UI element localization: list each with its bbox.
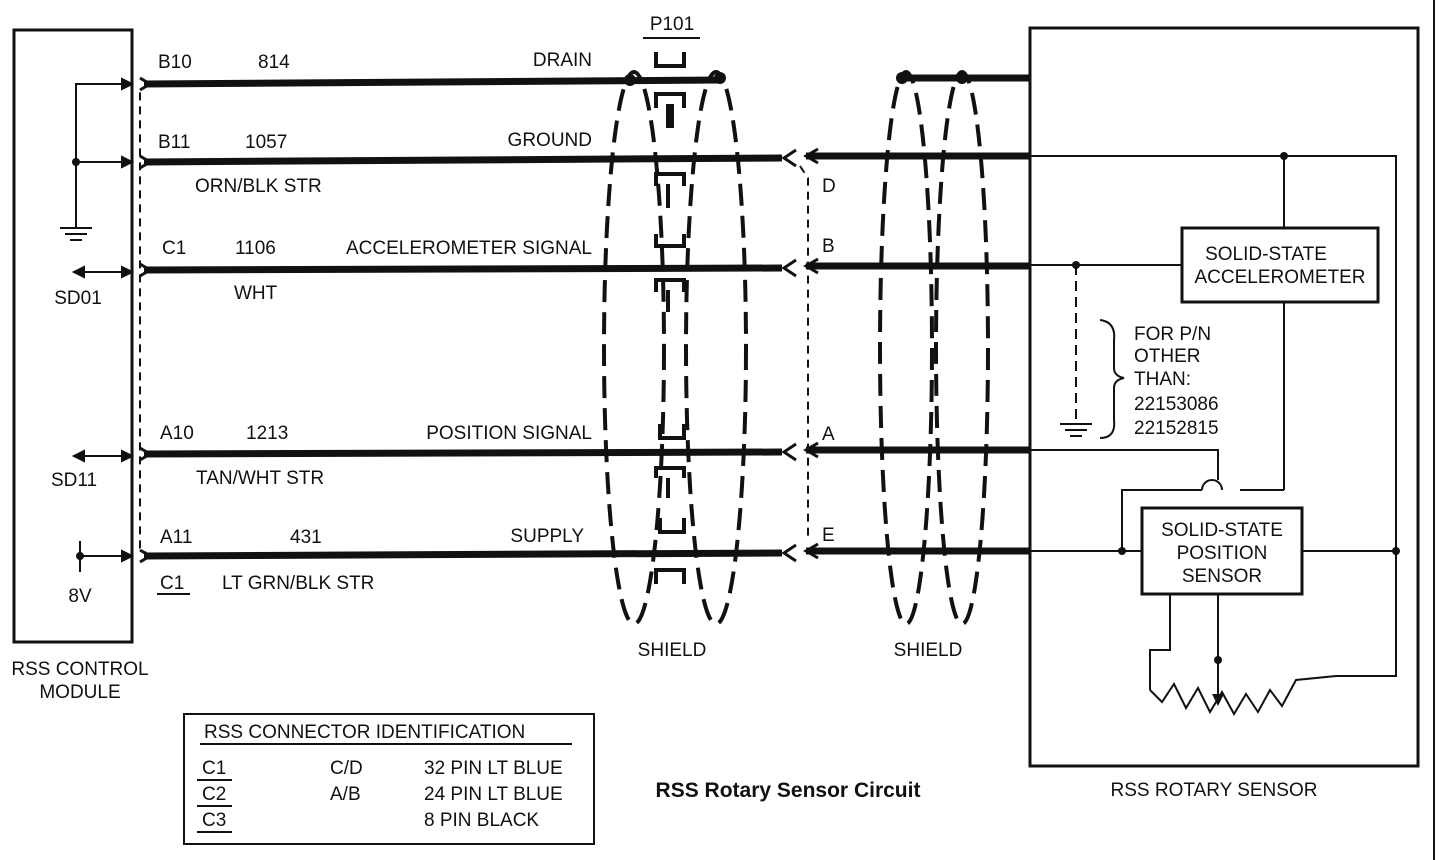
control-module-box [12,28,134,644]
sensor-pin-e: E [822,525,835,546]
table-row3-desc: 8 PIN BLACK [424,810,539,831]
supply-color: LT GRN/BLK STR [222,573,374,594]
wire-position-signal [139,441,1030,462]
drain-name: DRAIN [533,50,592,71]
sensor-pin-a: A [822,424,835,445]
wire-accelerometer-signal [139,257,1030,278]
ground-color: ORN/BLK STR [195,176,322,197]
position-sensor-line1: SOLID-STATE [1161,520,1283,541]
position-sensor-line2: POSITION [1177,543,1268,564]
accel-name: ACCELEROMETER SIGNAL [346,238,592,259]
rss-rotary-sensor: RSS ROTARY SENSOR [1028,26,1420,801]
table-row2-pins: A/B [330,784,361,805]
rotary-sensor-title: RSS ROTARY SENSOR [1111,780,1318,801]
shield-right [878,70,990,626]
supply-pin: A11 [160,527,192,548]
position-number: 1213 [246,423,288,444]
control-module-title-line2: MODULE [39,682,120,703]
sensor-pin-letters: D B A E [822,176,836,546]
accel-color: WHT [234,283,278,304]
position-sensor-box [1140,506,1304,596]
shield-left-label: SHIELD [638,640,707,661]
accelerometer-line2: ACCELEROMETER [1194,267,1365,288]
8v-label: 8V [68,586,92,607]
module-connector-outline [139,83,151,557]
drain-pin: B10 [158,52,192,73]
pn-note: FOR P/N OTHER THAN: 22153086 22152815 [1134,324,1219,439]
supply-number: 431 [290,527,322,548]
position-name: POSITION SIGNAL [426,423,592,444]
sensor-pin-d: D [822,176,836,197]
sd01-arrow [71,265,135,279]
accel-number: 1106 [235,238,276,259]
module-ground-symbol [60,77,135,241]
connector-id-table: RSS CONNECTOR IDENTIFICATION C1 C/D 32 P… [183,713,595,845]
wire-ground [139,147,1030,170]
ground-name: GROUND [508,130,592,151]
8v-arrow [79,541,135,572]
sensor-connector-outline [799,165,809,540]
sd11-arrow [71,449,135,463]
rss-control-module: RSS CONTROL MODULE SD01 SD11 [11,28,149,703]
rotary-sensor-box [1028,26,1420,768]
circuit-labels: B10 814 DRAIN B11 1057 GROUND ORN/BLK ST… [157,50,592,595]
diagram-caption: RSS Rotary Sensor Circuit [656,779,921,802]
shield-right-label: SHIELD [894,640,963,661]
position-color: TAN/WHT STR [196,468,324,489]
ground-pin: B11 [158,132,190,153]
sd11-label: SD11 [51,470,97,491]
pn-note-line3: THAN: [1134,369,1191,390]
connector-ref-c1: C1 [160,573,184,594]
connector-table-box [183,713,595,845]
ground-number: 1057 [245,132,287,153]
connector-table-title: RSS CONNECTOR IDENTIFICATION [204,722,525,743]
drain-number: 814 [258,52,290,73]
shield-left [602,70,748,626]
supply-name: SUPPLY [510,526,584,547]
position-pin: A10 [160,423,194,444]
accel-pin: C1 [162,238,186,259]
pn-note-line2: OTHER [1134,346,1201,367]
table-row2-id: C2 [202,784,226,805]
connector-p101: P101 [643,14,700,584]
p101-label: P101 [650,14,694,35]
wire-supply [139,542,1030,564]
sensor-pin-b: B [822,236,835,257]
accelerometer-line1: SOLID-STATE [1205,244,1327,265]
table-row1-pins: C/D [330,758,363,779]
table-row1-id: C1 [202,758,226,779]
pn-note-line5: 22152815 [1134,418,1219,439]
control-module-title-line1: RSS CONTROL [11,659,148,680]
pn-note-line1: FOR P/N [1134,324,1211,345]
table-row1-desc: 32 PIN LT BLUE [424,758,563,779]
sd01-label: SD01 [54,288,102,309]
position-sensor-line3: SENSOR [1182,566,1262,587]
accelerometer-box [1180,226,1380,304]
table-row3-id: C3 [202,810,226,831]
pn-note-line4: 22153086 [1134,394,1219,415]
table-row2-desc: 24 PIN LT BLUE [424,784,563,805]
